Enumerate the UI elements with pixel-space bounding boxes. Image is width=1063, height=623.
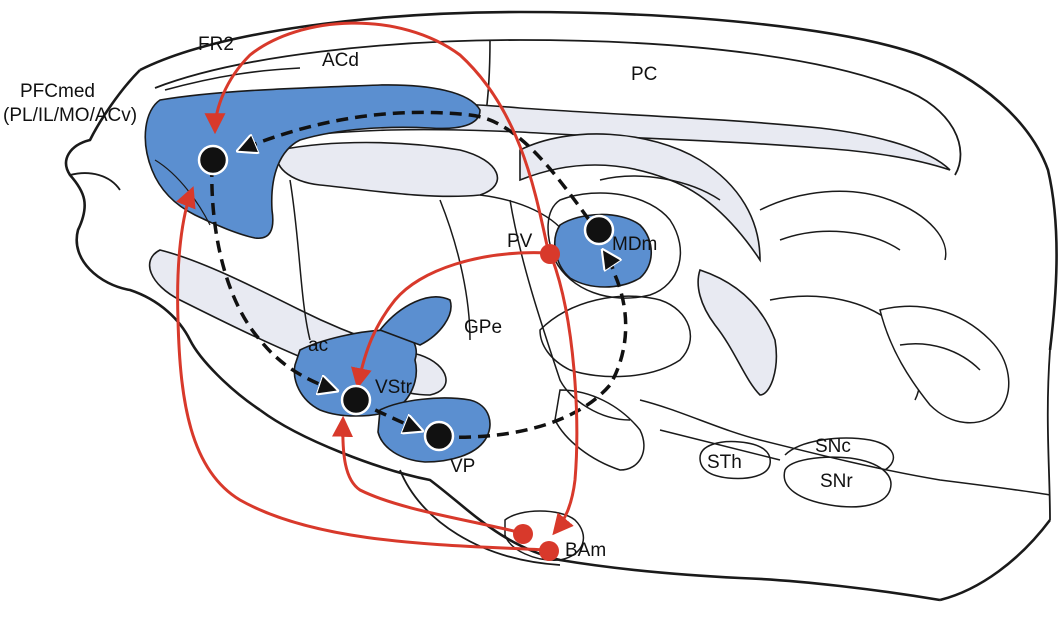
loop-mdm-to-pfcmed: [240, 110, 602, 237]
label-mdm: MDm: [612, 234, 657, 255]
bam-node-1: [513, 524, 533, 544]
label-pfcmed-sub: (PL/IL/MO/ACv): [3, 105, 137, 126]
label-gpe: GPe: [464, 317, 502, 338]
label-snr: SNr: [820, 471, 853, 492]
label-bam: BAm: [565, 540, 606, 561]
label-vp: VP: [450, 456, 475, 477]
loop-pfcmed-to-vstr: [210, 164, 335, 390]
loop-vp-to-mdm: [439, 252, 628, 440]
labels: FR2 ACd PC PFCmed (PL/IL/MO/ACv) PV MDm …: [3, 34, 853, 561]
label-acd: ACd: [322, 50, 359, 71]
pfcmed-node: [197, 144, 229, 176]
label-ac: ac: [308, 335, 328, 356]
vp-node: [423, 420, 455, 452]
nodes: [197, 144, 615, 561]
pathway-pv-to-bam: [550, 257, 579, 536]
pathway-bam-to-vstr: [332, 415, 523, 535]
label-pc: PC: [631, 64, 657, 85]
bam-node-2: [539, 541, 559, 561]
label-snc: SNc: [815, 436, 851, 457]
label-pv: PV: [507, 231, 533, 252]
label-vstr: VStr: [375, 377, 413, 398]
pathway-pv-to-pfcmed: [204, 21, 550, 251]
label-fr2: FR2: [198, 34, 234, 55]
label-sth: STh: [707, 452, 742, 473]
vstr-node: [340, 384, 372, 416]
mdm-node: [583, 214, 615, 246]
pathway-pv-to-vstr: [351, 251, 549, 390]
pathway-bam-to-pfcmed: [176, 186, 546, 552]
red-pathways: [176, 21, 579, 552]
label-pfcmed: PFCmed: [20, 81, 95, 102]
pv-node: [540, 244, 560, 264]
